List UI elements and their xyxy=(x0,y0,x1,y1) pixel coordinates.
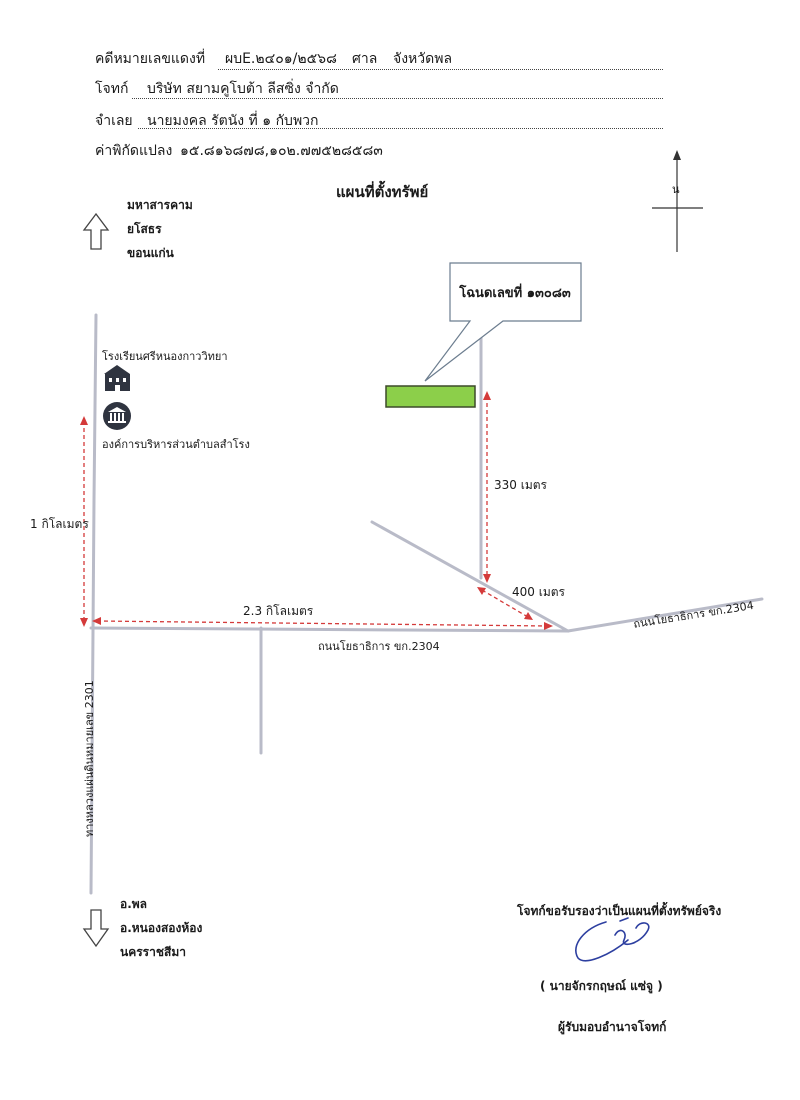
signer-role: ผู้รับมอบอำนาจโจทก์ xyxy=(558,1020,667,1034)
plaintiff-underline xyxy=(132,98,663,99)
road-2304-east xyxy=(566,597,764,633)
sao-label: องค์การบริหารส่วนตำบลสำโรง xyxy=(102,438,250,451)
dimension-400m xyxy=(481,589,529,618)
school-label: โรงเรียนศรีหนองกาววิทยา xyxy=(102,350,228,363)
south-destination-2: อ.หนองสองห้อง xyxy=(120,921,203,935)
highway-2301-road xyxy=(89,313,98,895)
signature-mark xyxy=(575,917,650,962)
case-number-value: ผบE.๒๔๐๑/๒๕๖๘ xyxy=(225,51,337,67)
signer-name: ( นายจักรกฤษณ์ แซ่จู ) xyxy=(540,979,663,993)
defendant-value: นายมงคล รัตนัง ที่ ๑ กับพวก xyxy=(147,113,319,129)
road-2304-label: ถนนโยธาธิการ ขก.2304 xyxy=(318,640,440,653)
defendant-label: จำเลย xyxy=(95,113,133,129)
south-destination-3: นครราชสีมา xyxy=(120,945,186,959)
distance-2-3km-label: 2.3 กิโลเมตร xyxy=(243,604,314,618)
dimension-arrowheads xyxy=(80,391,553,630)
map-title: แผนที่ตั้งทรัพย์ xyxy=(336,183,429,201)
dimension-lines xyxy=(83,396,549,627)
deed-callout xyxy=(424,262,582,382)
distance-400m-label: 400 เมตร xyxy=(512,585,565,599)
south-destination-1: อ.พล xyxy=(120,897,148,911)
certification-statement: โจทก์ขอรับรองว่าเป็นแผนที่ตั้งทรัพย์จริง xyxy=(517,904,722,918)
roads xyxy=(89,313,764,895)
court-value: จังหวัดพล xyxy=(393,51,453,67)
defendant-underline xyxy=(138,128,663,129)
school-icon xyxy=(104,365,130,391)
dimension-2-3km xyxy=(96,620,549,627)
arrow-down-icon xyxy=(82,909,110,948)
north-arrow-icon xyxy=(652,150,703,252)
highway-2301-label: ทางหลวงแผ่นดินหมายเลข 2301 xyxy=(83,680,96,837)
road-2304-main xyxy=(89,626,570,633)
case-number-label: คดีหมายเลขแดงที่ xyxy=(95,51,206,67)
distance-330m-label: 330 เมตร xyxy=(494,478,547,492)
north-destination-2: ยโสธร xyxy=(127,222,162,236)
parcel-land-plot xyxy=(385,385,476,408)
north-destination-1: มหาสารคาม xyxy=(127,198,193,212)
government-building-icon xyxy=(103,402,131,430)
north-destination-3: ขอนแก่น xyxy=(127,246,174,260)
plaintiff-label: โจทก์ xyxy=(95,81,129,97)
coordinate-value: ๑๕.๘๑๖๘๗๘,๑๐๒.๗๗๕๒๘๕๘๓ xyxy=(180,143,383,159)
deed-number-label: โฉนดเลขที่ ๑๓๐๘๓ xyxy=(459,286,571,301)
case-underline xyxy=(218,69,663,70)
coordinate-label: ค่าพิกัดแปลง xyxy=(95,143,173,159)
plaintiff-value: บริษัท สยามคูโบต้า ลีสซิ่ง จำกัด xyxy=(147,81,339,97)
north-label: น xyxy=(672,183,680,196)
arrow-up-icon xyxy=(82,212,110,250)
road-diagonal xyxy=(370,520,570,633)
distance-1km-label: 1 กิโลเมตร xyxy=(30,517,89,531)
court-label: ศาล xyxy=(352,51,378,67)
